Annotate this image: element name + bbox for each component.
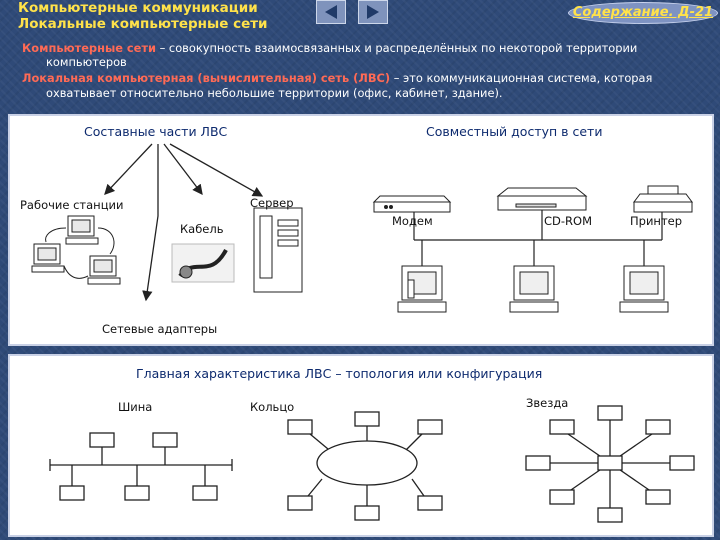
printer-label: Принтер — [630, 214, 683, 228]
triangle-right-icon — [367, 5, 379, 19]
cdrom-icon — [496, 187, 588, 211]
star-topology — [525, 405, 695, 523]
term-computer-networks: Компьютерные сети — [22, 41, 156, 55]
server-label: Сервер — [250, 196, 294, 210]
triangle-left-icon — [325, 5, 337, 19]
printer-icon — [633, 185, 693, 213]
component-arrows — [104, 143, 264, 302]
components-heading: Составные части ЛВС — [84, 124, 228, 139]
topology-heading: Главная характеристика ЛВС – топология и… — [136, 366, 543, 381]
lan-components-panel: Составные части ЛВС Совместный доступ в … — [8, 114, 714, 346]
star-label: Звезда — [526, 396, 569, 410]
definition-computer-networks: Компьютерные сети – совокупность взаимос… — [22, 41, 712, 56]
definition-text-2-continued: охватывает относительно небольшие террит… — [46, 86, 503, 100]
contents-link[interactable]: Содержание. Д-21 — [568, 2, 718, 24]
modem-label: Модем — [392, 214, 433, 228]
workstations-label: Рабочие станции — [20, 198, 124, 212]
definition-text-1-continued: компьютеров — [46, 55, 127, 69]
shared-computers — [397, 265, 669, 313]
cdrom-label: CD-ROM — [544, 214, 592, 228]
cable-label: Кабель — [180, 222, 224, 236]
ring-topology — [287, 411, 443, 521]
topology-diagram — [49, 405, 695, 523]
network-bus — [413, 210, 663, 266]
slide-title-sub: Локальные компьютерные сети — [18, 16, 268, 32]
ring-label: Кольцо — [250, 400, 295, 414]
network-adapters-label: Сетевые адаптеры — [102, 322, 218, 336]
definition-text-2: – это коммуникационная система, которая — [390, 71, 653, 85]
term-lan: Локальная компьютерная (вычислительная) … — [22, 71, 391, 85]
lan-components-diagram — [31, 143, 693, 313]
shared-access-heading: Совместный доступ в сети — [426, 124, 603, 139]
definition-lan: Локальная компьютерная (вычислительная) … — [22, 71, 712, 86]
slide-title-main: Компьютерные коммуникации — [18, 0, 258, 16]
bus-topology — [49, 432, 233, 501]
topology-panel: Главная характеристика ЛВС – топология и… — [8, 354, 714, 537]
cable-image — [171, 243, 235, 283]
next-slide-button[interactable] — [358, 0, 388, 24]
previous-slide-button[interactable] — [316, 0, 346, 24]
bus-label: Шина — [118, 400, 153, 414]
definition-text-1: – совокупность взаимосвязанных и распред… — [156, 41, 638, 55]
modem-icon — [372, 195, 452, 213]
server-icon — [253, 207, 303, 293]
workstation-computers — [31, 215, 121, 285]
